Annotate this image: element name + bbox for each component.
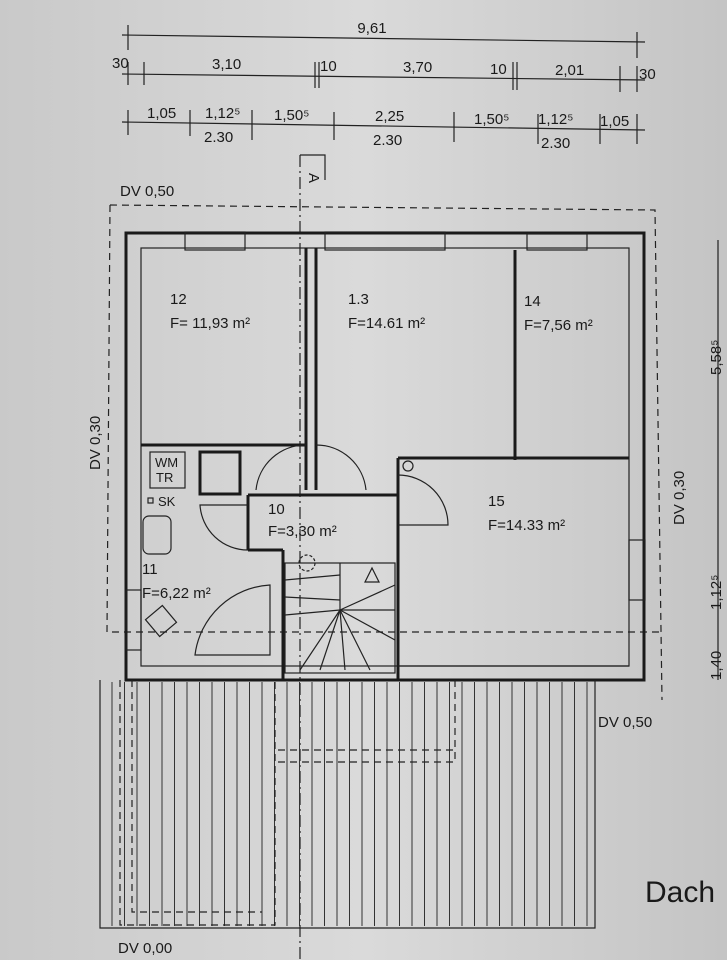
dim-row3: 1,50⁵ bbox=[274, 107, 309, 124]
room-number: 12 bbox=[170, 291, 187, 308]
roof-deck-outline bbox=[99, 680, 596, 929]
bathtub-icon bbox=[194, 584, 271, 656]
room-number: 15 bbox=[488, 493, 505, 510]
room-number: 1.3 bbox=[348, 291, 369, 308]
dim-right: 1,40 bbox=[708, 651, 725, 680]
dim-row2: 10 bbox=[490, 61, 507, 78]
shower-icon bbox=[198, 450, 242, 496]
room-number: 10 bbox=[268, 501, 285, 518]
dim-row3-sub: 2.30 bbox=[373, 132, 402, 149]
dim-total-width: 9,61 bbox=[357, 20, 386, 37]
roof-overhang-outline bbox=[106, 204, 663, 701]
room-area: F=6,22 m² bbox=[142, 585, 211, 602]
roof-label-top-left: DV 0,50 bbox=[120, 183, 174, 200]
walls bbox=[124, 231, 646, 682]
toilet-icon bbox=[144, 604, 178, 638]
cabinet-icon bbox=[147, 497, 154, 504]
dim-row2: 30 bbox=[639, 66, 656, 83]
dim-row3-sub: 2.30 bbox=[541, 135, 570, 152]
dim-row3: 2,25 bbox=[375, 108, 404, 125]
dim-row3: 1,12⁵ bbox=[538, 111, 573, 128]
dryer-label: TR bbox=[156, 470, 173, 485]
dim-row3: 1,50⁵ bbox=[474, 111, 509, 128]
dim-row2: 2,01 bbox=[555, 62, 584, 79]
sink-icon bbox=[142, 515, 172, 555]
dim-row2: 10 bbox=[320, 58, 337, 75]
section-marker-frame bbox=[300, 154, 326, 180]
staircase bbox=[284, 554, 396, 674]
dim-row2: 30 bbox=[112, 55, 129, 72]
roof-label-bottom-left: DV 0,00 bbox=[118, 940, 172, 957]
room-area: F= 11,93 m² bbox=[170, 315, 250, 332]
dim-row3: 1,05 bbox=[147, 105, 176, 122]
dim-row3-sub: 2.30 bbox=[204, 129, 233, 146]
side-label-dach: Dach bbox=[645, 876, 715, 909]
dim-right: 5,58⁵ bbox=[708, 340, 725, 375]
dim-right: 1,12⁵ bbox=[708, 575, 725, 610]
room-number: 14 bbox=[524, 293, 541, 310]
dormer-outline bbox=[278, 680, 456, 763]
washer-label: WM bbox=[155, 455, 178, 470]
roof-label-bottom-right: DV 0,50 bbox=[598, 714, 652, 731]
room-area: F=7,56 m² bbox=[524, 317, 593, 334]
gutter-outline bbox=[119, 680, 276, 926]
section-marker-label: A bbox=[305, 173, 322, 183]
dimension-lines bbox=[121, 25, 719, 680]
room-number: 11 bbox=[142, 561, 158, 578]
cabinet-label: SK bbox=[158, 494, 176, 509]
room-area: F=3,30 m² bbox=[268, 523, 337, 540]
dim-row2: 3,70 bbox=[403, 59, 432, 76]
dim-row3: 1,05 bbox=[600, 113, 629, 130]
dim-row3: 1,12⁵ bbox=[205, 105, 240, 122]
roof-label-left: DV 0,30 bbox=[87, 416, 104, 470]
room-area: F=14.61 m² bbox=[348, 315, 425, 332]
dim-row2: 3,10 bbox=[212, 56, 241, 73]
roof-label-right: DV 0,30 bbox=[671, 471, 688, 525]
room-area: F=14.33 m² bbox=[488, 517, 565, 534]
roof-deck bbox=[99, 680, 596, 929]
washer-dryer-icon bbox=[149, 451, 186, 489]
chimney-icon bbox=[402, 460, 414, 472]
